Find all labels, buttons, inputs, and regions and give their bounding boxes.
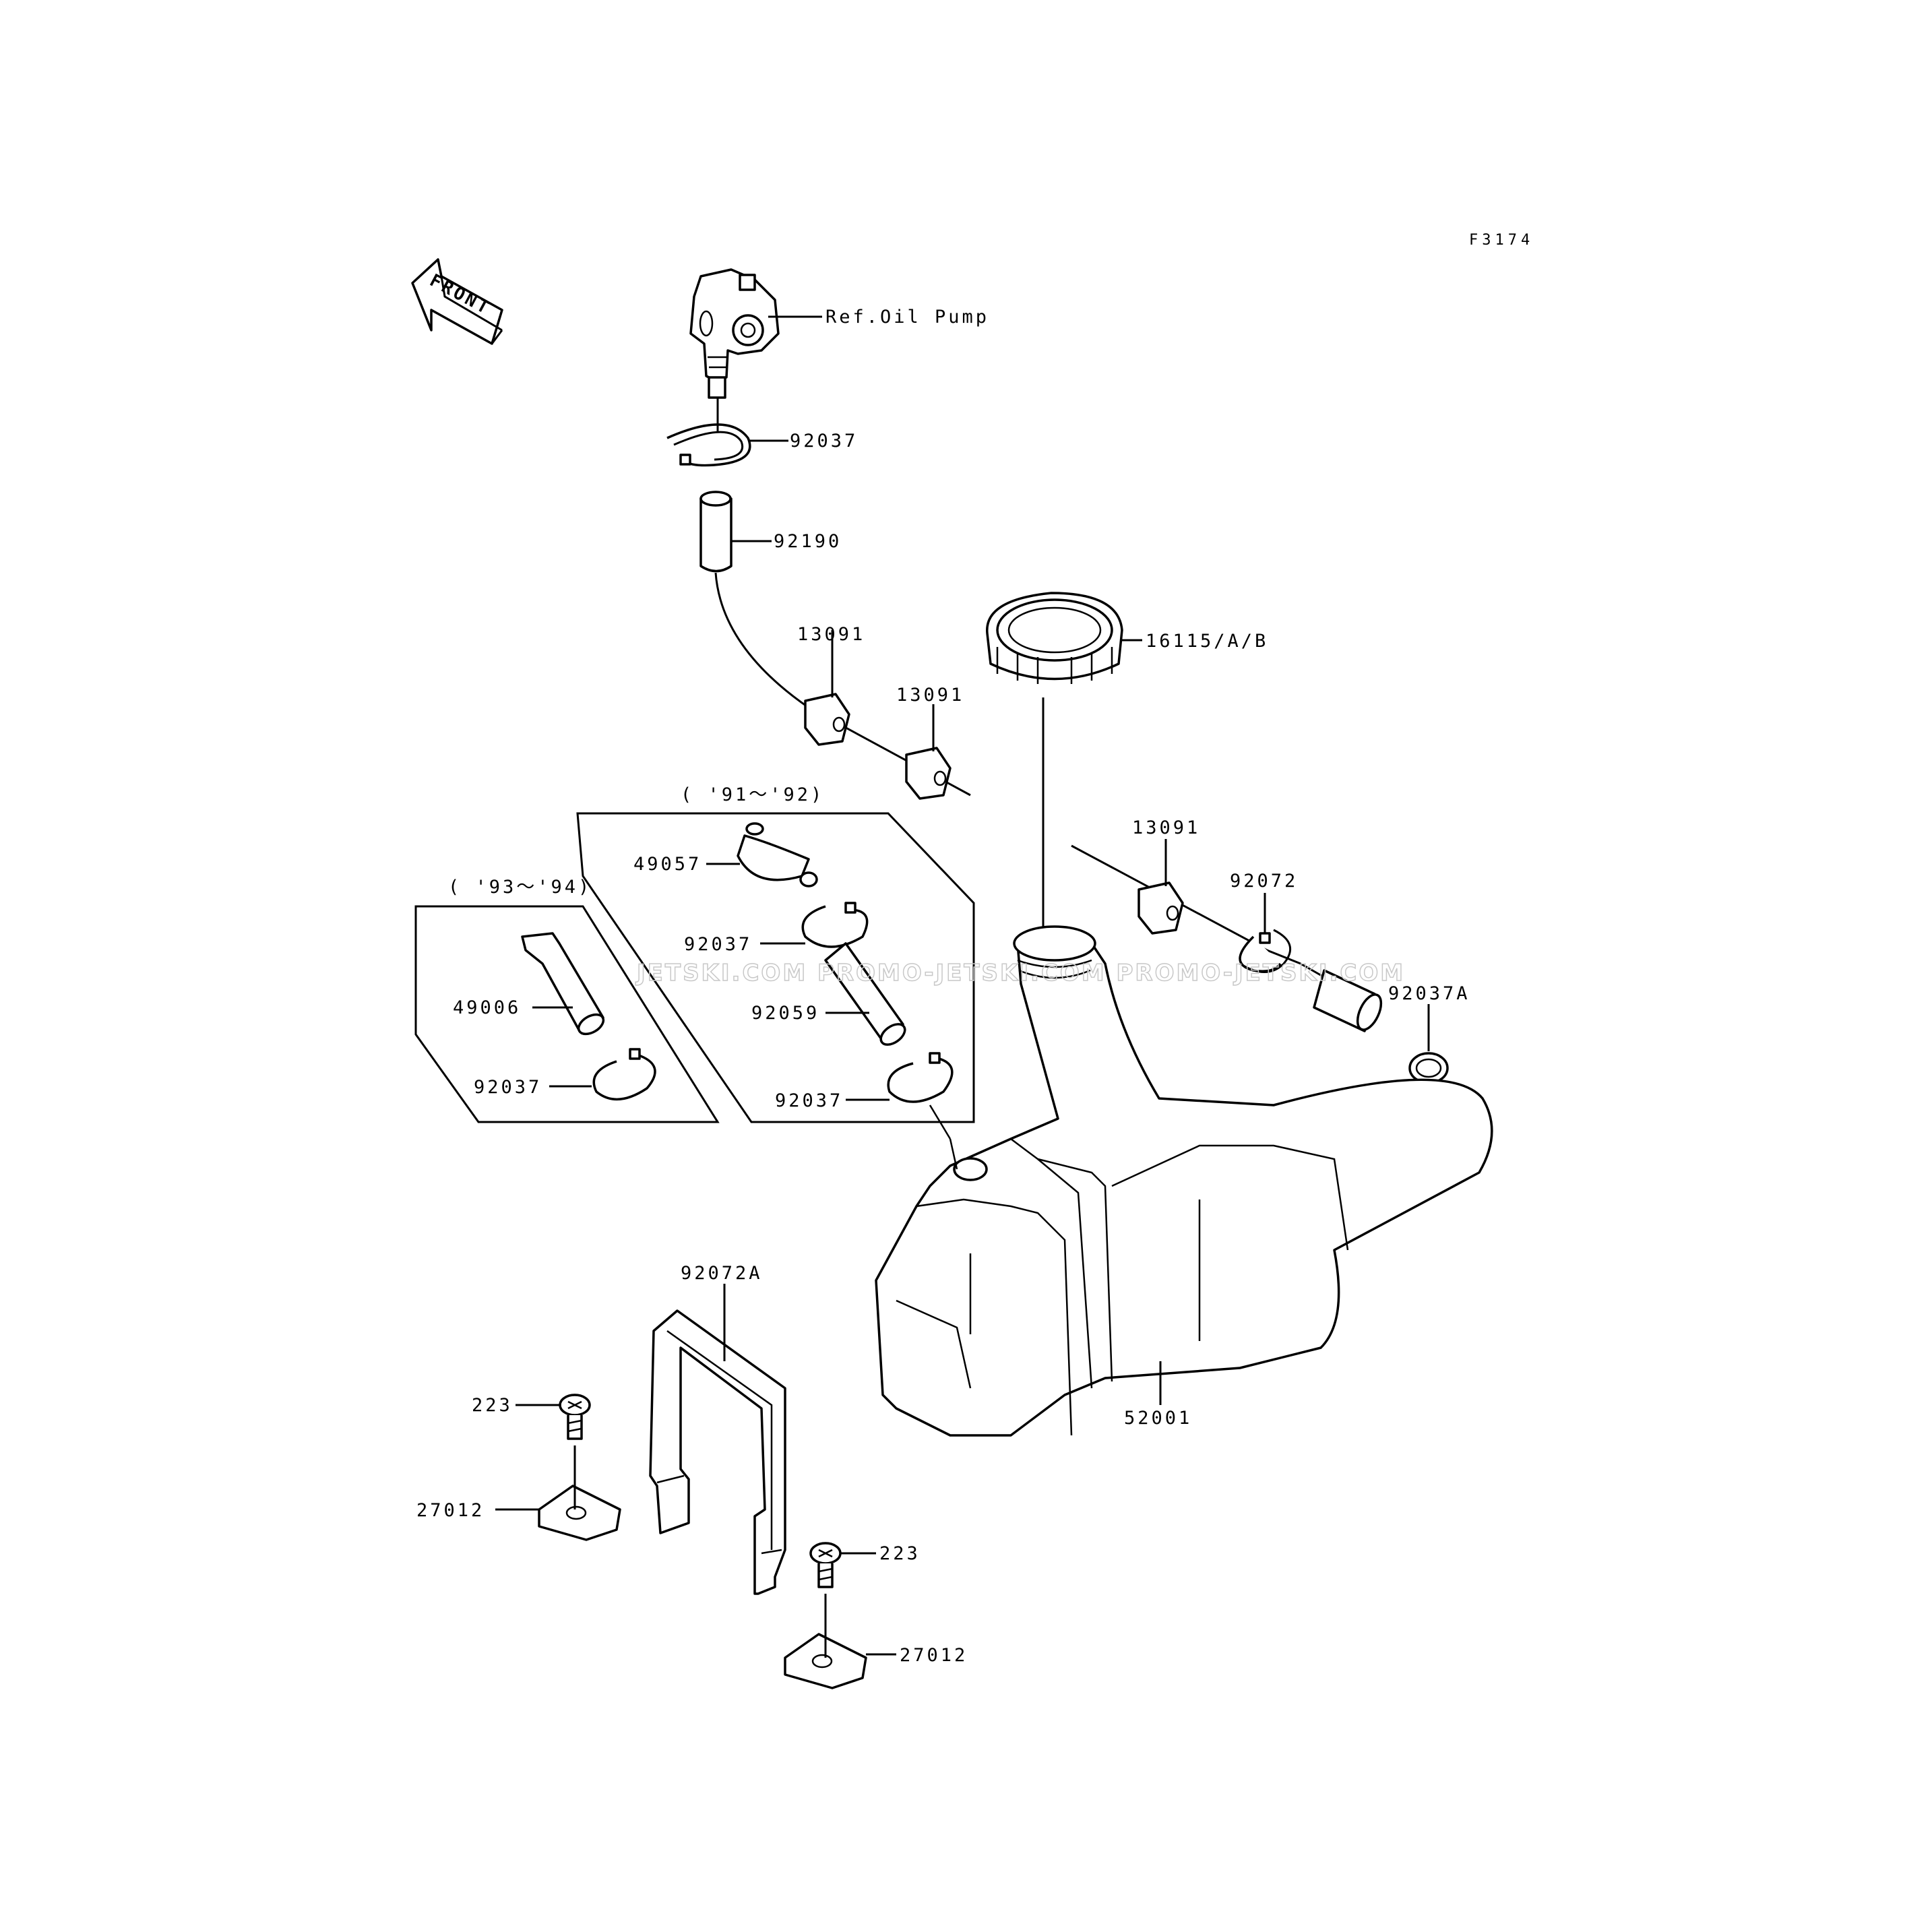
label-13091-b: 13091 [896, 685, 964, 706]
oil-tank-icon [875, 925, 1493, 1437]
hose-clamp-icon [666, 423, 751, 467]
label-27012-b: 27012 [900, 1645, 968, 1666]
hose-icon [824, 942, 906, 1046]
oil-pump-icon [689, 268, 780, 399]
hose-clamp-icon [1239, 929, 1291, 973]
label-92037-low: 92037 [775, 1090, 843, 1111]
label-92190: 92190 [774, 531, 842, 552]
group-label-93-94: ( '93～'94) [448, 877, 592, 898]
group-label-91-92: ( '91～'92) [681, 784, 824, 805]
strap-icon [649, 1309, 786, 1595]
label-16115: 16115/A/B [1146, 631, 1268, 652]
label-92037-top: 92037 [790, 431, 858, 451]
label-92072A: 92072A [681, 1263, 763, 1284]
label-52001: 52001 [1124, 1408, 1192, 1429]
group-box-91-92 [576, 812, 975, 1123]
hose-clip-icon [804, 693, 850, 746]
label-92059: 92059 [751, 1003, 819, 1024]
front-arrow-icon: FRONT [411, 258, 503, 345]
label-49006: 49006 [453, 997, 521, 1018]
hose-icon [1313, 969, 1383, 1032]
label-92037-left: 92037 [474, 1077, 542, 1098]
label-92037-mid: 92037 [684, 934, 752, 955]
label-92072: 92072 [1230, 871, 1298, 892]
label-27012-a: 27012 [416, 1500, 485, 1521]
clip-nut-icon [538, 1485, 621, 1541]
label-92037A: 92037A [1388, 983, 1470, 1004]
label-223-b: 223 [879, 1543, 921, 1564]
hose-clip-icon [905, 747, 952, 800]
label-13091-c: 13091 [1132, 817, 1200, 838]
hose-clamp-icon [887, 1052, 954, 1103]
hose-clamp-icon [801, 902, 869, 948]
elbow-hose-icon [521, 932, 605, 1036]
ref-oil-pump-label: Ref.Oil Pump [825, 307, 989, 328]
label-13091-a: 13091 [797, 624, 865, 645]
check-valve-icon [737, 822, 818, 887]
watermark: JETSKI.COM PROMO-JETSKI.COM PROMO-JETSKI… [635, 960, 1405, 987]
figure-code: F3174 [1469, 232, 1534, 249]
hose-icon [699, 491, 733, 573]
hose-clip-icon [1138, 881, 1184, 935]
clip-nut-icon [784, 1633, 867, 1689]
filler-cap-icon [986, 592, 1123, 684]
hose-clamp-icon [592, 1048, 656, 1100]
label-223-a: 223 [472, 1395, 513, 1416]
screw-icon [809, 1542, 842, 1588]
screw-icon [559, 1394, 591, 1440]
label-49057: 49057 [633, 854, 702, 875]
group-box-93-94 [414, 905, 720, 1123]
